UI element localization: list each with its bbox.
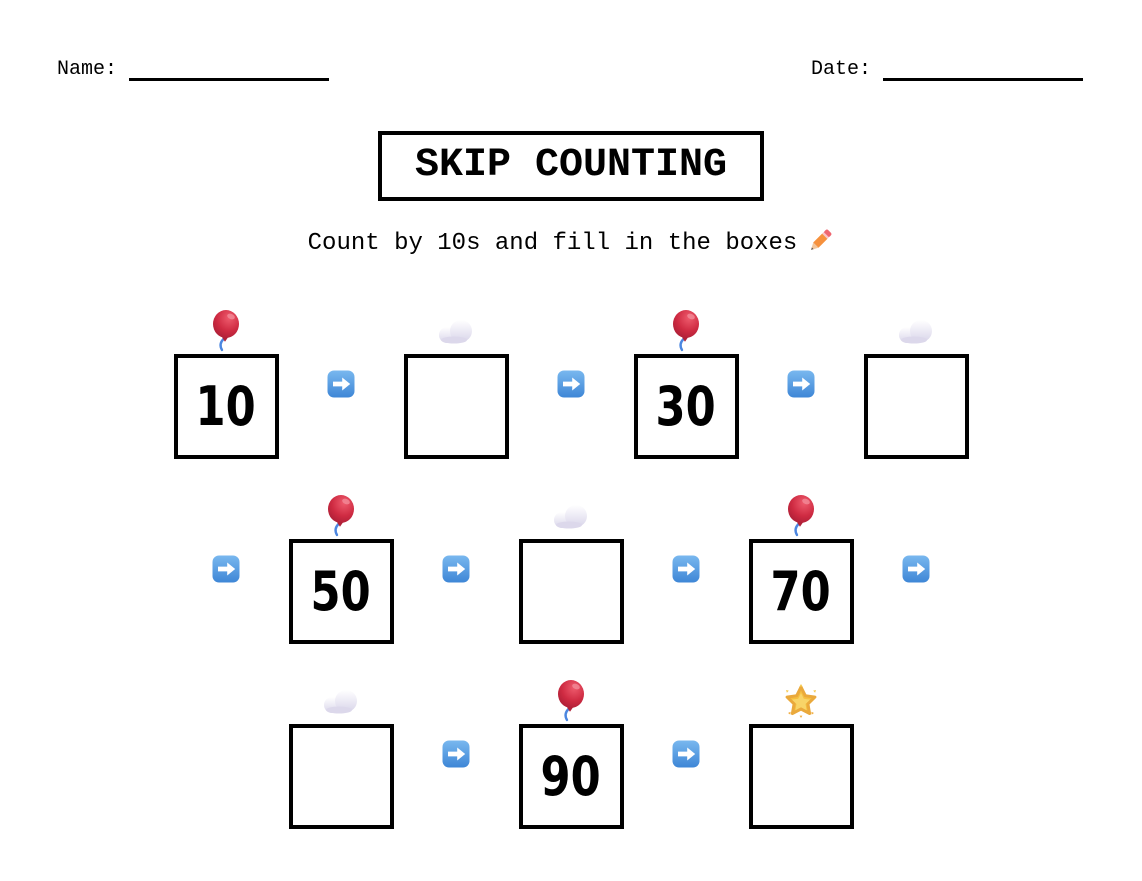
answer-box[interactable] [518, 539, 624, 644]
name-label: Name: [57, 58, 118, 81]
right-arrow-icon [557, 370, 585, 398]
skip-count-row: 50 70 [0, 493, 1142, 644]
arrow-slot [624, 493, 749, 583]
answer-box[interactable] [288, 724, 394, 829]
right-arrow-icon [327, 370, 355, 398]
cloud-icon [864, 308, 969, 354]
cloud-icon [404, 308, 509, 354]
right-arrow-icon [442, 555, 470, 583]
title-area: SKIP COUNTING [0, 131, 1142, 201]
answer-box[interactable] [748, 724, 854, 829]
cloud-icon [289, 678, 394, 724]
skip-count-cell: 10 [173, 308, 279, 459]
right-arrow-icon [672, 555, 700, 583]
right-arrow-icon [212, 555, 240, 583]
box-number: 50 [310, 559, 372, 623]
arrow-slot [854, 493, 979, 583]
right-arrow-icon [672, 740, 700, 768]
number-box: 50 [288, 539, 394, 644]
skip-count-cell: 30 [633, 308, 739, 459]
skip-count-cell [288, 678, 394, 829]
right-arrow-icon [442, 740, 470, 768]
skip-count-cell: 90 [518, 678, 624, 829]
skip-count-row: 90 [0, 678, 1142, 829]
arrow-slot [164, 493, 289, 583]
right-arrow-icon [787, 370, 815, 398]
skip-count-cell [863, 308, 969, 459]
header: Name: Date: [0, 0, 1142, 81]
number-box: 30 [633, 354, 739, 459]
right-arrow-icon [902, 555, 930, 583]
instructions-text: Count by 10s and fill in the boxes [307, 230, 798, 257]
page-title: SKIP COUNTING [377, 131, 765, 201]
arrow-slot [394, 493, 519, 583]
skip-count-cell: 70 [748, 493, 854, 644]
pencil-icon [806, 229, 834, 263]
skip-count-cell: 50 [288, 493, 394, 644]
skip-count-cell [518, 493, 624, 644]
arrow-slot [624, 678, 749, 768]
box-number: 70 [770, 559, 832, 623]
date-field: Date: [811, 58, 1083, 81]
arrow-slot [509, 308, 634, 398]
answer-box[interactable] [863, 354, 969, 459]
balloon-icon [289, 493, 394, 539]
balloon-icon [634, 308, 739, 354]
arrow-slot [279, 308, 404, 398]
date-write-line[interactable] [883, 58, 1083, 81]
number-box: 10 [173, 354, 279, 459]
name-field: Name: [57, 58, 330, 81]
balloon-icon [174, 308, 279, 354]
skip-count-cell [748, 678, 854, 829]
answer-box[interactable] [403, 354, 509, 459]
name-write-line[interactable] [129, 58, 330, 81]
skip-counting-grid: 10 30 50 70 90 [0, 308, 1142, 829]
box-number: 10 [195, 374, 257, 438]
balloon-icon [749, 493, 854, 539]
date-label: Date: [810, 58, 871, 81]
box-number: 90 [540, 744, 602, 808]
arrow-slot [394, 678, 519, 768]
box-number: 30 [655, 374, 717, 438]
balloon-icon [519, 678, 624, 724]
number-box: 70 [748, 539, 854, 644]
skip-count-cell [403, 308, 509, 459]
arrow-slot [739, 308, 864, 398]
star-icon [749, 678, 854, 724]
instructions: Count by 10s and fill in the boxes [0, 227, 1142, 264]
cloud-icon [519, 493, 624, 539]
skip-count-row: 10 30 [0, 308, 1142, 459]
number-box: 90 [518, 724, 624, 829]
